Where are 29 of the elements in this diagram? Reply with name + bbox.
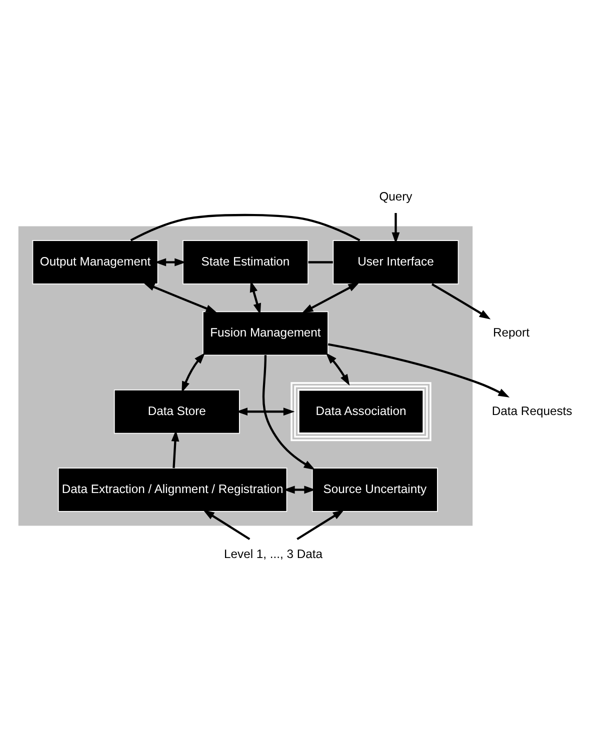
node-box: State Estimation: [182, 240, 308, 284]
arrow: [203, 509, 250, 540]
node-box: Data Extraction / Alignment / Registration: [58, 467, 288, 512]
node-box: Data Store: [114, 388, 240, 434]
node-text: Query: [379, 188, 412, 203]
node-text: Report: [493, 325, 530, 340]
node-box: Data Association: [290, 382, 432, 441]
arrow: [154, 258, 186, 266]
node-box: Fusion Management: [202, 310, 328, 356]
node-text: Level 1, ..., 3 Data: [224, 546, 323, 561]
arrow: [182, 352, 206, 392]
node-box: Source Uncertainty: [312, 467, 438, 512]
arrow: [283, 485, 316, 494]
arrow: [262, 354, 316, 470]
arrow: [431, 282, 491, 319]
arrow: [143, 282, 218, 312]
arrow: [302, 282, 360, 313]
node-text: Data Requests: [492, 403, 572, 418]
arrow: [328, 342, 510, 397]
node-box: User Interface: [332, 240, 459, 284]
arrow: [326, 352, 350, 386]
connector: [130, 213, 360, 241]
node-box: Output Management: [32, 240, 158, 284]
arrow: [236, 407, 295, 416]
cluster: [18, 226, 473, 526]
arrow: [392, 212, 400, 244]
arrow: [171, 430, 180, 468]
connector: [308, 260, 333, 263]
arrow: [296, 509, 344, 540]
